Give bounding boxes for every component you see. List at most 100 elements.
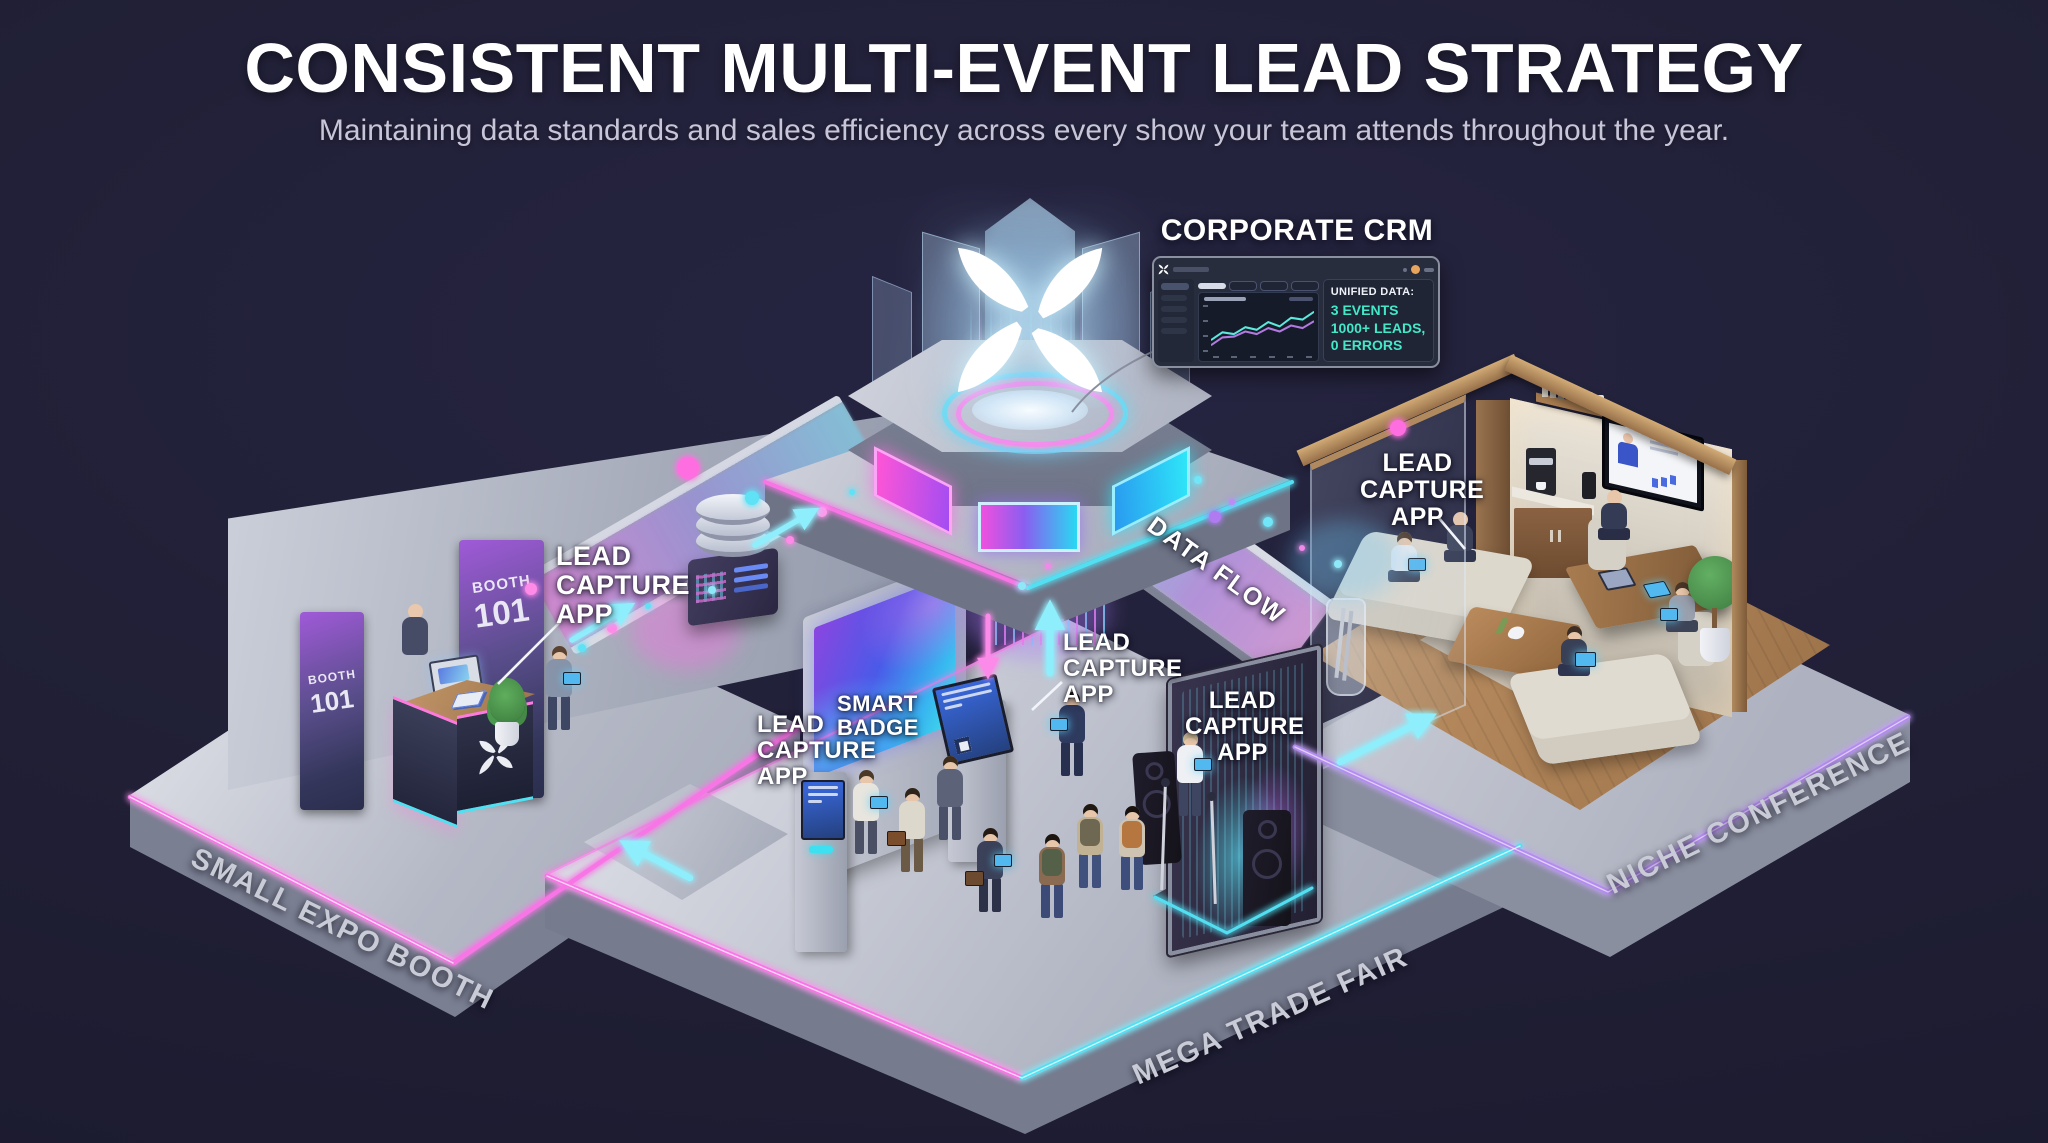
unified-data-heading: UNIFIED DATA: — [1330, 286, 1415, 298]
glow-accent — [1290, 520, 1400, 600]
teapot-icon — [1505, 625, 1527, 641]
plant-leaves — [489, 678, 525, 722]
server-led-bar — [734, 563, 768, 573]
tablet-device-icon — [994, 854, 1012, 867]
chart-legend-placeholder — [1288, 297, 1313, 301]
booth-banner-small: BOOTH 101 — [300, 612, 364, 810]
lead-capture-app-label-conference: LEAD CAPTURE APP — [1360, 449, 1485, 531]
page-title: CONSISTENT MULTI-EVENT LEAD STRATEGY — [244, 29, 1804, 107]
attendee-person — [965, 828, 1012, 912]
attendee-person — [1034, 834, 1070, 918]
crm-line-chart — [1210, 310, 1314, 347]
crm-filter-row — [1197, 279, 1319, 292]
corner-post — [1732, 460, 1747, 712]
speaker-right — [1243, 810, 1291, 926]
brand-logo-icon — [1158, 264, 1169, 275]
crm-dashboard-window: UNIFIED DATA: 3 EVENTS 1000+ LEADS, 0 ER… — [1152, 256, 1440, 368]
corporate-crm-title: CORPORATE CRM — [1160, 214, 1434, 247]
qr-code-icon — [953, 736, 972, 755]
tablet-device-icon — [1575, 652, 1596, 667]
conference-lounge — [1280, 330, 1940, 990]
hub-ring-outer — [942, 372, 1128, 454]
seated-attendee-person — [1596, 490, 1632, 540]
hub-ring-core — [972, 390, 1088, 430]
sidebar-item — [1161, 306, 1187, 312]
person-torso — [1177, 745, 1212, 783]
sidebar-item — [1161, 317, 1187, 323]
backpack-icon — [1080, 819, 1100, 846]
badge-device-icon — [563, 672, 581, 685]
checkin-kiosk — [795, 772, 847, 952]
chart-x-ticks — [1212, 356, 1312, 358]
speaker-tweeter — [1144, 761, 1165, 781]
seated-attendee-person — [1660, 582, 1700, 632]
bottle-icon — [1495, 617, 1509, 635]
tablet-device-icon — [1660, 608, 1678, 621]
tablet-device-icon — [1194, 758, 1212, 771]
crm-body: UNIFIED DATA: 3 EVENTS 1000+ LEADS, 0 ER… — [1158, 279, 1434, 362]
coffee-canister-icon — [1582, 472, 1596, 499]
backpack-icon — [1122, 821, 1142, 848]
seated-attendee-person — [1386, 532, 1426, 582]
speaker-woofer — [1252, 849, 1282, 879]
menu-dots-icon — [1424, 267, 1434, 272]
stat-events: 3 EVENTS — [1330, 302, 1399, 318]
crm-unified-panel: UNIFIED DATA: 3 EVENTS 1000+ LEADS, 0 ER… — [1322, 279, 1434, 362]
backpack-icon — [1042, 849, 1062, 876]
filter-pill — [1228, 280, 1257, 291]
plant — [487, 678, 527, 762]
brand-logo-icon — [957, 247, 1103, 393]
booth-staff-person — [397, 604, 433, 655]
briefcase-icon — [965, 871, 984, 886]
plant-pot — [495, 722, 519, 746]
person-head — [407, 604, 423, 619]
person-legs — [1179, 782, 1201, 816]
sidebar-item — [1161, 328, 1187, 334]
attendee-person — [887, 788, 930, 872]
crm-chart-panel — [1197, 292, 1319, 362]
seated-attendee-person — [1556, 626, 1596, 676]
speaker-tweeter — [1257, 820, 1277, 839]
crm-sidebar — [1158, 279, 1194, 362]
sidebar-item-active — [1161, 283, 1189, 290]
lead-capture-app-label-booth: LEAD CAPTURE APP — [556, 541, 691, 630]
booth-visitor-person — [541, 646, 581, 730]
hub-port-center — [978, 502, 1080, 552]
booth-banner-number: 101 — [308, 683, 356, 719]
sidebar-item — [1161, 295, 1187, 301]
attendee-person — [1114, 806, 1150, 890]
filter-pill — [1259, 280, 1288, 291]
briefcase-icon — [887, 831, 906, 846]
crm-topbar — [1158, 262, 1434, 277]
stat-errors: 0 ERRORS — [1330, 337, 1403, 353]
avatar — [1411, 265, 1420, 274]
coffee-machine — [1526, 448, 1556, 496]
dashboard-heading-placeholder — [1197, 282, 1226, 289]
lead-capture-app-label-stage: LEAD CAPTURE APP — [1185, 687, 1305, 766]
hub-ring-mid — [956, 381, 1114, 447]
kiosk-badge-slot — [809, 846, 833, 853]
attendee-person — [932, 756, 968, 840]
attendee-person — [1072, 804, 1108, 888]
stat-leads: 1000+ LEADS, — [1330, 319, 1426, 336]
phone-device-icon — [870, 796, 888, 809]
database-disk — [696, 494, 770, 525]
crm-main — [1197, 279, 1319, 362]
tablet-device-icon — [1408, 558, 1426, 571]
app-name-placeholder — [1173, 267, 1209, 272]
person-legs — [548, 696, 570, 730]
tablet-device-icon — [1050, 718, 1068, 731]
person-torso — [402, 617, 428, 655]
chart-title-placeholder — [1203, 297, 1246, 301]
smart-badge-label: SMART BADGE — [837, 691, 919, 740]
notification-dot-icon — [1403, 267, 1407, 272]
filter-pill — [1290, 280, 1319, 291]
laptop-icon — [1597, 567, 1637, 591]
person-torso — [546, 659, 581, 697]
page-subtitle: Maintaining data standards and sales eff… — [318, 114, 1730, 147]
chart-y-ticks — [1202, 305, 1208, 352]
stage-presenter-person — [1172, 732, 1212, 816]
person-head — [1182, 732, 1198, 747]
glass-vase — [1326, 598, 1366, 696]
